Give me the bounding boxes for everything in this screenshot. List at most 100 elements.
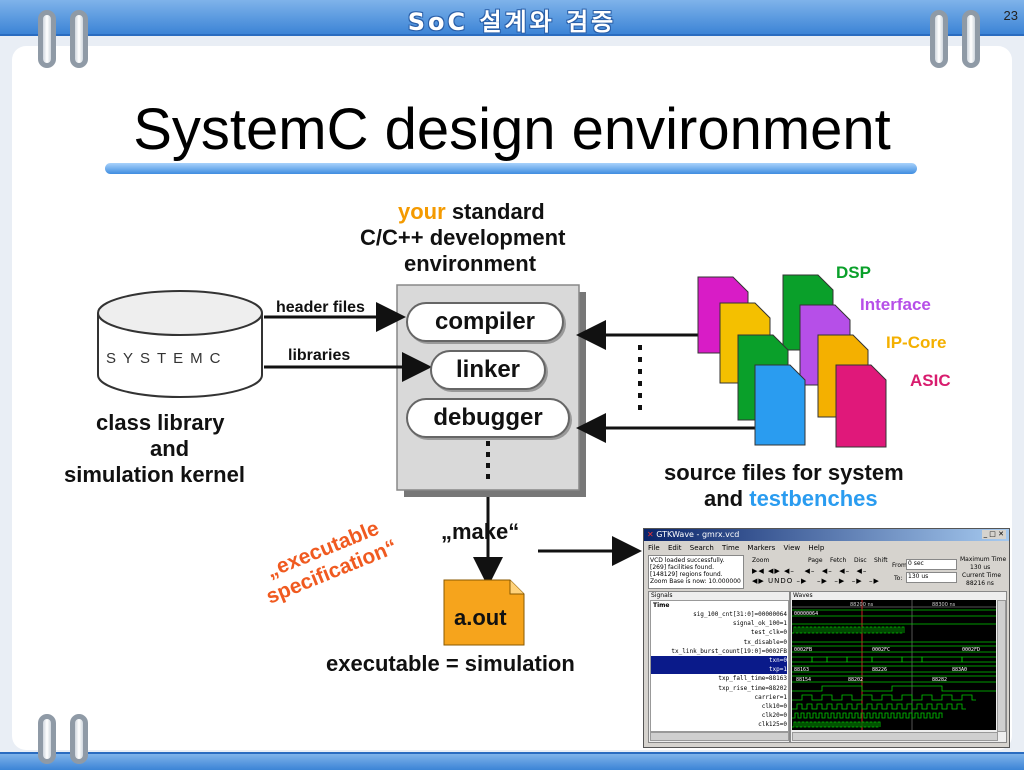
log-line: VCD loaded successfully.	[650, 557, 725, 564]
wave-value: 883A0	[952, 667, 967, 673]
header-title: SoC 설계와 검증	[407, 8, 617, 36]
page-label: Page	[808, 557, 823, 564]
menu-search[interactable]: Search	[689, 544, 714, 552]
testbenches-label: testbenches	[749, 486, 878, 511]
signal-row[interactable]: txp_fall_time=88163	[718, 675, 787, 683]
waves-vertical-scrollbar[interactable]	[997, 600, 1006, 732]
disc-label: Disc	[854, 557, 867, 564]
binder-ring-icon	[930, 10, 948, 68]
wave-value: 88282	[932, 677, 947, 683]
log-line: Zoom Base is now: 10.000000	[650, 578, 741, 585]
wave-value: 88163	[794, 667, 809, 673]
wave-value: 0002FD	[962, 647, 980, 653]
design-flow-diagram: SYSTEMC your standard C/C++ development …	[58, 195, 964, 683]
from-input[interactable]: 0 sec	[906, 559, 957, 570]
log-line: [148129] regions found.	[650, 571, 723, 578]
menu-help[interactable]: Help	[808, 544, 825, 552]
signal-row[interactable]: txp=1	[651, 665, 787, 675]
menu-view[interactable]: View	[783, 544, 801, 552]
source-files-label: source files for system	[664, 460, 904, 485]
menu-time[interactable]: Time	[722, 544, 740, 552]
signals-header: Signals	[651, 592, 673, 599]
to-input[interactable]: 130 us	[906, 572, 957, 583]
gtkwave-title: GTKWave - gmrx.vcd	[656, 530, 740, 539]
menu-file[interactable]: File	[648, 544, 660, 552]
gtkwave-window: ✕ GTKWave - gmrx.vcd _ □ ✕ File Edit Sea…	[643, 528, 1010, 748]
menu-markers[interactable]: Markers	[747, 544, 776, 552]
max-time-value: 130 us	[970, 564, 991, 571]
binder-ring-icon	[70, 714, 88, 764]
environment-label-line3: environment	[404, 251, 537, 276]
wave-value: 88226	[872, 667, 887, 673]
gtkwave-menubar: File Edit Search Time Markers View Help	[648, 544, 824, 552]
shift-label: Shift	[874, 557, 888, 564]
gtkwave-app-icon: ✕	[647, 530, 654, 539]
signals-scrollbar[interactable]	[650, 732, 789, 741]
signal-row[interactable]: sig_100_cnt[31:0]=00000064	[693, 611, 787, 618]
signal-row[interactable]: clk20=0	[761, 712, 787, 720]
signal-row[interactable]: clk10=0	[761, 703, 787, 710]
simulation-kernel-label: simulation kernel	[64, 462, 245, 487]
libraries-label: libraries	[288, 347, 351, 364]
binder-ring-icon	[38, 714, 56, 764]
gtkwave-log: VCD loaded successfully. [269] facilitie…	[648, 555, 744, 589]
make-label: „make“	[441, 519, 520, 544]
wave-value: 88202	[848, 677, 863, 683]
aout-label: a.out	[454, 605, 507, 630]
waves-horizontal-scrollbar[interactable]	[792, 732, 998, 741]
menu-edit[interactable]: Edit	[667, 544, 682, 552]
binder-ring-icon	[38, 10, 56, 68]
window-controls-icon[interactable]: _ □ ✕	[981, 530, 1006, 539]
wave-value: 00000064	[794, 611, 818, 617]
source-files-and: and	[704, 486, 744, 511]
source-files-label-line2: and testbenches	[704, 486, 878, 512]
wave-marker-label: 88200 ns	[850, 602, 874, 608]
signal-row[interactable]: txp_rise_time=88202	[718, 684, 787, 692]
binder-ring-icon	[70, 10, 88, 68]
signal-row[interactable]: test_clk=0	[750, 629, 787, 637]
binder-ring-icon	[962, 10, 980, 68]
toolbar-buttons-row2[interactable]: ◀▶ UNDO –▶ –▶ –▶ –▶ –▶	[752, 577, 880, 585]
waves-panel: Waves 88200 ns 88300 ns 00000064 0002FB …	[790, 591, 1007, 743]
database-cylinder-body	[97, 313, 263, 398]
file-type-ipcore: IP-Core	[886, 333, 947, 352]
slide-title: SystemC design environment	[133, 97, 891, 162]
signal-row[interactable]: clk125=0	[758, 721, 787, 729]
systemc-logo: SYSTEMC	[106, 350, 228, 367]
aout-file-icon	[443, 579, 525, 646]
title-underline	[105, 163, 917, 174]
current-time-value: 88216 ns	[966, 580, 994, 587]
database-cylinder-top	[97, 290, 263, 336]
header-files-label: header files	[276, 299, 365, 316]
to-label: To:	[894, 575, 903, 582]
page-number: 23	[1003, 8, 1018, 23]
waveform-graphics: 88200 ns 88300 ns 00000064 0002FB 0002FC…	[792, 600, 996, 730]
class-library-label: class library	[96, 410, 225, 435]
current-time-label: Current Time	[962, 572, 1002, 579]
linker-tool: linker	[430, 350, 546, 390]
compiler-tool: compiler	[406, 302, 564, 342]
waves-canvas[interactable]: 88200 ns 88300 ns 00000064 0002FB 0002FC…	[792, 600, 996, 730]
signal-row[interactable]: tx_link_burst_count[19:0]=0002FB	[671, 647, 787, 655]
signal-row[interactable]: tx_disable=0	[743, 638, 787, 646]
debugger-tool: debugger	[406, 398, 570, 438]
header-bar	[0, 0, 1024, 36]
wave-marker-label: 88300 ns	[932, 602, 956, 608]
undo-button[interactable]: UNDO	[768, 577, 794, 585]
toolbar-buttons-row1[interactable]: ▶◀ ◀▶ ◀– ◀– ◀– ◀– ◀–	[752, 567, 868, 575]
signal-row[interactable]: carrier=1	[754, 693, 787, 701]
source-file-icons	[697, 274, 887, 448]
file-type-dsp: DSP	[836, 263, 871, 282]
executable-simulation-label: executable = simulation	[326, 651, 575, 676]
from-label: From:	[892, 562, 909, 569]
signal-row[interactable]: signal_ok_100=1	[732, 620, 787, 628]
environment-label-line2: C/C++ development	[360, 225, 566, 250]
environment-label: your standard	[398, 199, 545, 225]
zoom-label: Zoom	[752, 557, 770, 564]
class-library-and: and	[150, 436, 190, 461]
waves-header: Waves	[793, 592, 813, 599]
signal-row[interactable]: txn=0	[651, 656, 787, 665]
environment-label-line1: standard	[451, 199, 545, 224]
